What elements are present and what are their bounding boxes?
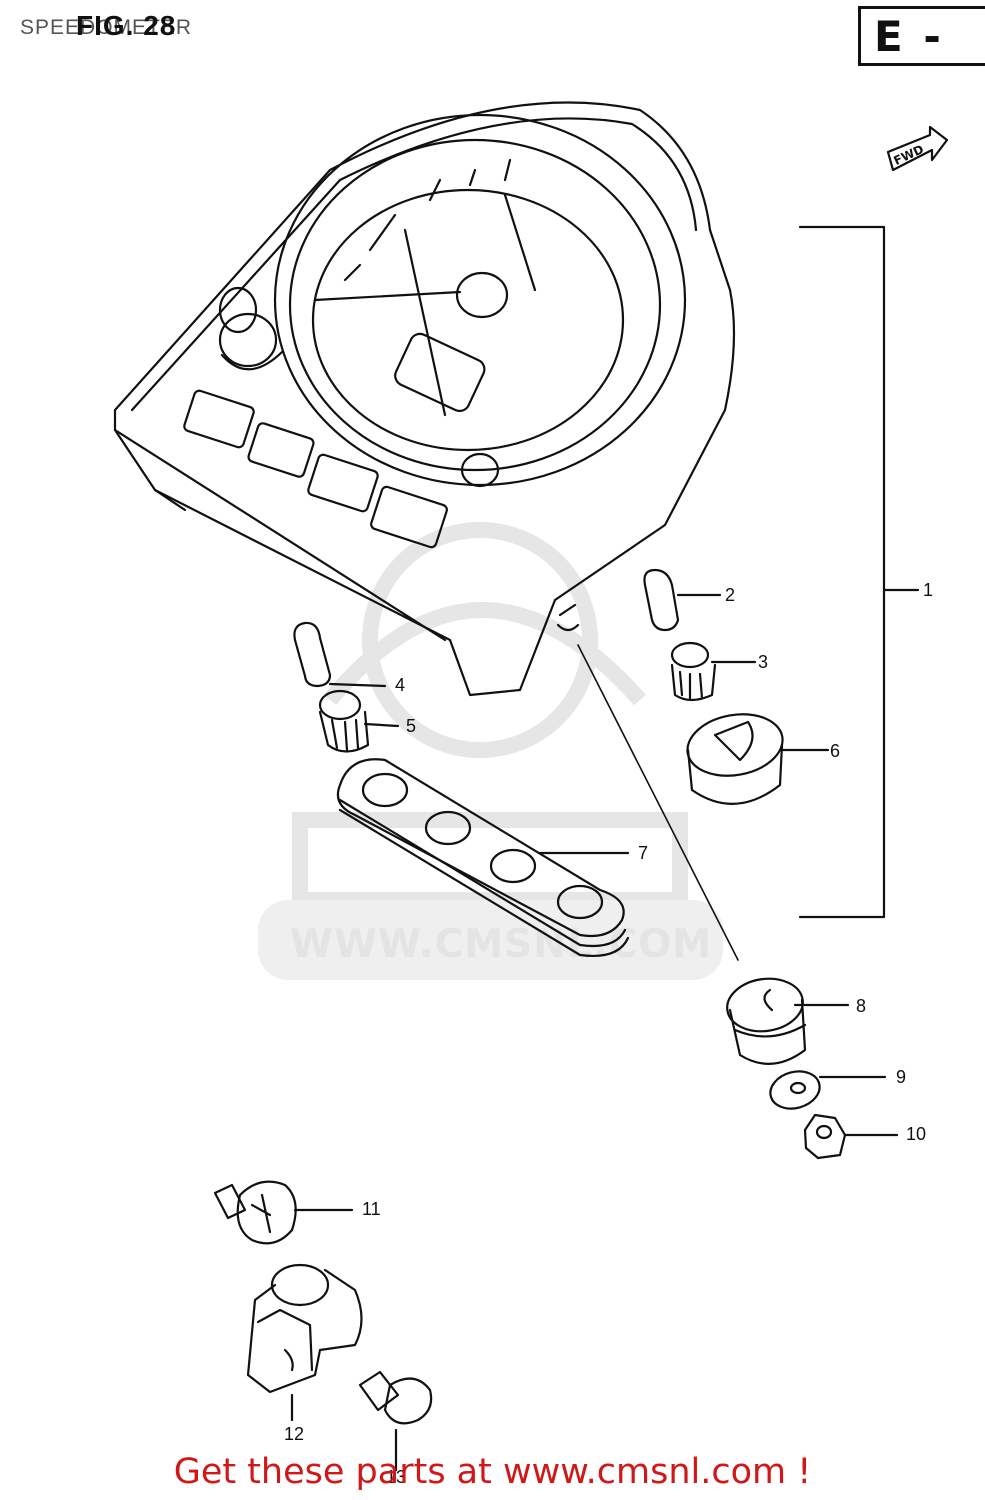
assembly-bracket xyxy=(798,225,886,919)
nut-10 xyxy=(803,1113,899,1160)
bolt-13 xyxy=(358,1370,433,1472)
bulb-4 xyxy=(293,621,387,688)
callout-11[interactable]: 11 xyxy=(362,1199,381,1219)
screw-11 xyxy=(213,1180,354,1245)
bulb-2 xyxy=(643,568,722,632)
callout-2[interactable]: 2 xyxy=(725,585,736,605)
callout-3[interactable]: 3 xyxy=(758,652,769,672)
watermark-text: WWW.CMSNL.COM xyxy=(290,922,713,967)
trip-knob xyxy=(218,286,284,371)
speedometer-assembly xyxy=(113,101,736,697)
sensor-12 xyxy=(246,1263,363,1422)
callout-9[interactable]: 9 xyxy=(896,1067,907,1087)
callout-5[interactable]: 5 xyxy=(406,716,417,736)
figure-number: FIG. 28 xyxy=(76,10,177,41)
grommet-8 xyxy=(726,977,850,1065)
cushion-plate-7 xyxy=(336,758,630,957)
callout-13[interactable]: 13 xyxy=(386,1467,407,1487)
callout-10[interactable]: 10 xyxy=(906,1124,927,1144)
callout-8[interactable]: 8 xyxy=(856,996,867,1016)
washer-9 xyxy=(769,1070,887,1110)
page-title: SPEEDOMETER xyxy=(20,16,193,39)
callout-6[interactable]: 6 xyxy=(830,741,841,761)
callout-12[interactable]: 12 xyxy=(284,1424,305,1444)
callout-4[interactable]: 4 xyxy=(395,675,406,695)
fwd-arrow-icon xyxy=(886,125,949,172)
callout-7[interactable]: 7 xyxy=(638,843,649,863)
grommet-6 xyxy=(686,713,830,805)
socket-5 xyxy=(318,689,400,753)
socket-3 xyxy=(670,641,757,702)
callout-1[interactable]: 1 xyxy=(923,580,934,600)
region-code-box xyxy=(858,6,985,66)
promo-link[interactable]: Get these parts at www.cmsnl.com ! xyxy=(173,1452,812,1492)
region-code: E - xyxy=(874,12,944,61)
